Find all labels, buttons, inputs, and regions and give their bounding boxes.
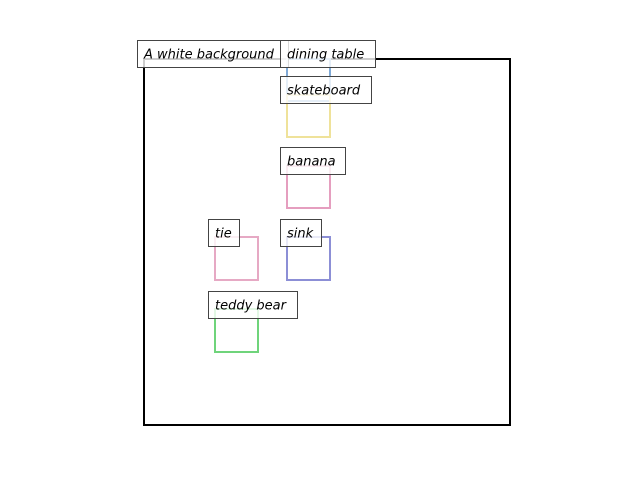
object-label-sink: sink [280,219,322,247]
caption-label: A white background [137,40,289,68]
object-label-dining-table: dining table [280,40,376,68]
object-label-text: teddy bear [215,299,288,314]
canvas-frame [143,58,511,426]
object-label-banana: banana [280,147,346,175]
object-label-text: skateboard [287,84,361,99]
object-label-teddy-bear: teddy bear [208,291,298,319]
object-label-text: sink [287,227,314,242]
caption-text: A white background [143,48,275,63]
object-label-text: banana [287,155,336,170]
object-label-tie: tie [208,219,240,247]
object-label-skateboard: skateboard [280,76,372,104]
object-label-text: tie [215,227,232,242]
object-label-text: dining table [287,48,364,63]
